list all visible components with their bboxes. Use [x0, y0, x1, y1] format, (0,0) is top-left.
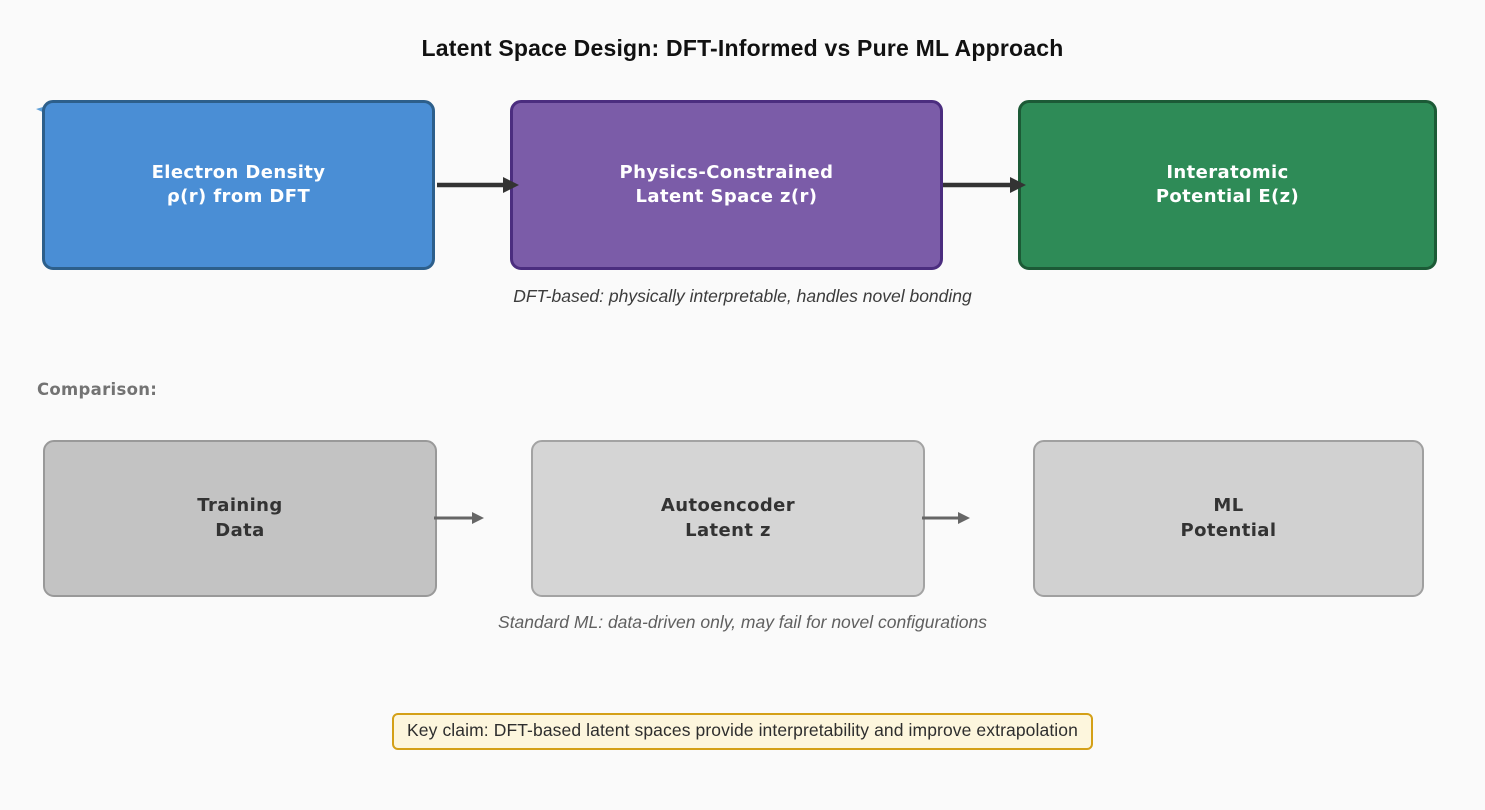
box-label-line2: Latent z [685, 519, 771, 541]
ml-box-autoencoder: Autoencoder Latent z [531, 440, 925, 597]
dft-box-interatomic-potential: Interatomic Potential E(z) [1018, 100, 1437, 270]
comparison-label: Comparison: [37, 380, 158, 399]
box-label: Electron Density ρ(r) from DFT [152, 161, 326, 210]
ml-arrow-2-icon [922, 512, 970, 524]
box-label-line2: Potential E(z) [1155, 186, 1300, 207]
key-claim-container: Key claim: DFT-based latent spaces provi… [0, 713, 1485, 750]
box-label: ML Potential [1181, 494, 1277, 543]
key-claim-box: Key claim: DFT-based latent spaces provi… [392, 713, 1093, 750]
diagram-title: Latent Space Design: DFT-Informed vs Pur… [421, 35, 1064, 61]
box-label-line1: Interatomic [1166, 161, 1289, 183]
box-label-line2: Data [215, 519, 265, 541]
box-label-line2: Latent Space z(r) [635, 186, 818, 207]
dft-box-latent-space: Physics-Constrained Latent Space z(r) [510, 100, 943, 270]
box-label: Interatomic Potential E(z) [1156, 161, 1299, 210]
box-label-line1: Electron Density [151, 161, 326, 183]
dft-box-electron-density: Electron Density ρ(r) from DFT [42, 100, 435, 270]
dft-arrow-2-icon [943, 177, 1026, 193]
box-label: Physics-Constrained Latent Space z(r) [620, 161, 834, 210]
box-label-line2: ρ(r) from DFT [166, 186, 311, 207]
box-label: Training Data [197, 494, 282, 543]
dft-arrow-1-icon [437, 177, 519, 193]
ml-arrow-1-icon [434, 512, 484, 524]
dft-flow-caption: DFT-based: physically interpretable, han… [513, 286, 972, 306]
box-label-line2: Potential [1180, 519, 1277, 541]
box-label-line1: Training [197, 495, 283, 517]
box-label-line1: ML [1213, 495, 1244, 517]
ml-box-training-data: Training Data [43, 440, 437, 597]
box-label: Autoencoder Latent z [661, 494, 795, 543]
box-label-line1: Physics-Constrained [619, 161, 834, 183]
ml-flow-caption: Standard ML: data-driven only, may fail … [498, 612, 987, 632]
ml-box-ml-potential: ML Potential [1033, 440, 1424, 597]
box-label-line1: Autoencoder [660, 495, 796, 517]
